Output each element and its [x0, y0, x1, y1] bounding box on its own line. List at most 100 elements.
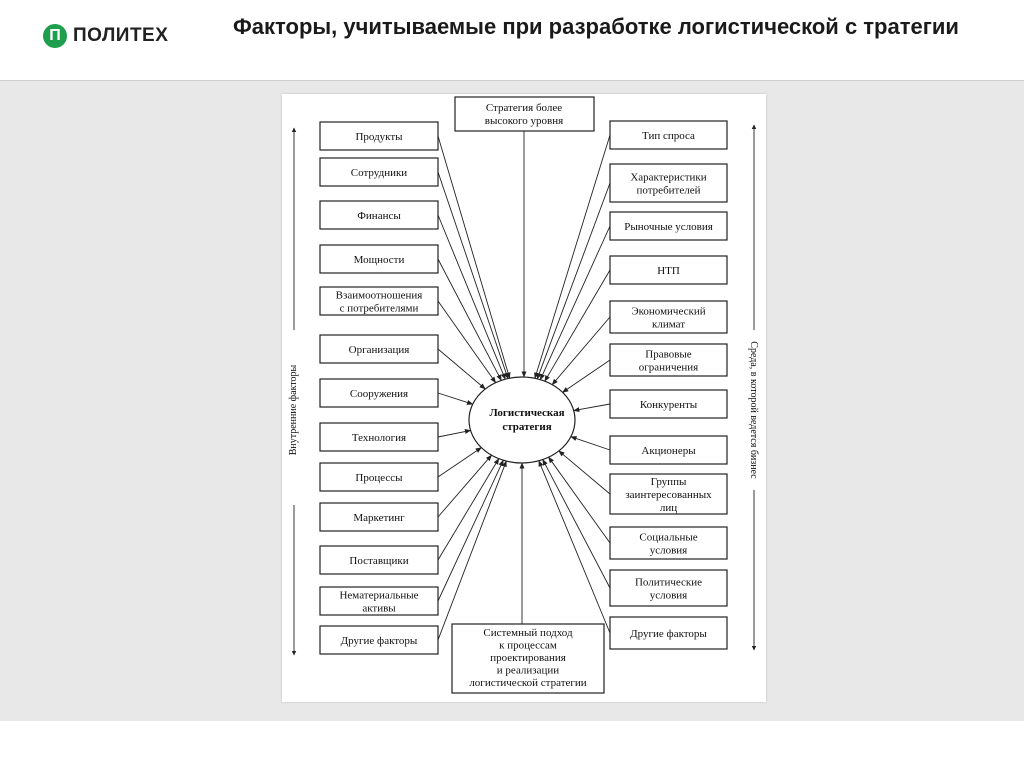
left-factor-8-label: Технология: [352, 432, 406, 444]
left-factor-12-box: [319, 586, 439, 616]
left-factor-7-label: Сооружения: [350, 388, 408, 400]
right-factor-5-label: климат: [652, 319, 685, 331]
right-factor-12-label: Другие факторы: [630, 628, 707, 640]
right-factor-3-arrow: [539, 225, 611, 381]
higher-strategy-line1: Стратегия более: [486, 102, 562, 114]
left-factor-7-arrow: [437, 392, 474, 405]
left-factor-11-box: [319, 545, 439, 575]
left-factor-2-arrow: [437, 171, 509, 380]
left-axis-label: Внутренние факторы: [288, 364, 299, 455]
right-factor-9-label: Группы: [651, 476, 687, 488]
left-factor-2-box: [319, 157, 439, 187]
left-factor-2-label: Сотрудники: [351, 167, 408, 179]
center-label-line1: Логистическая: [489, 407, 564, 419]
right-factor-7-label: Конкуренты: [640, 399, 698, 411]
left-factor-4-box: [319, 244, 439, 274]
right-factor-11-arrow: [542, 459, 611, 589]
system-approach-label: логистической стратегии: [469, 677, 586, 689]
system-approach-label: и реализации: [497, 665, 560, 677]
higher-strategy-line2: высокого уровня: [485, 115, 563, 127]
right-factor-1-arrow: [534, 134, 611, 379]
slide-header: П ПОЛИТЕХ Факторы, учитываемые при разра…: [0, 0, 1024, 81]
left-factor-6-arrow: [437, 348, 486, 390]
higher-strategy-box: [454, 96, 595, 132]
right-factor-3-label: Рыночные условия: [624, 221, 713, 233]
right-factor-5-label: Экономический: [631, 306, 705, 318]
left-factor-13-arrow: [437, 460, 507, 641]
left-factor-10-label: Маркетинг: [353, 512, 405, 524]
right-factor-8-arrow: [570, 436, 611, 451]
right-factor-9-label: заинтересованных: [625, 489, 712, 501]
left-factor-13-label: Другие факторы: [341, 635, 418, 647]
center-label-line2: стратегия: [502, 421, 551, 433]
right-factor-10-label: условия: [650, 545, 688, 557]
left-factor-3-label: Финансы: [357, 210, 401, 222]
right-axis-label: Среда, в которой ведется бизнес: [748, 341, 759, 479]
left-factor-11-arrow: [437, 458, 500, 561]
right-factor-1-box: [609, 120, 728, 150]
left-factor-13-box: [319, 625, 439, 655]
right-factor-9-label: лиц: [660, 502, 677, 514]
left-factor-4-label: Мощности: [354, 254, 405, 266]
right-factor-10-label: Социальные: [639, 532, 697, 544]
right-factor-3-box: [609, 211, 728, 241]
center-ellipse: [468, 376, 576, 464]
logo: П ПОЛИТЕХ: [43, 24, 168, 48]
left-factor-9-box: [319, 462, 439, 492]
logo-text: ПОЛИТЕХ: [73, 25, 169, 46]
right-factor-10-arrow: [548, 456, 611, 544]
left-factor-6-label: Организация: [349, 344, 410, 356]
left-factor-12-arrow: [437, 459, 504, 602]
left-factor-3-arrow: [437, 214, 506, 380]
system-approach-box: [451, 623, 605, 694]
slide-title: Факторы, учитываемые при разработке логи…: [233, 14, 959, 39]
left-factor-8-arrow: [437, 429, 472, 438]
right-factor-12-arrow: [538, 460, 611, 634]
left-factor-9-label: Процессы: [355, 472, 403, 484]
right-factor-11-label: условия: [650, 590, 688, 602]
left-factor-12-label: активы: [362, 603, 396, 615]
right-factor-2-box: [609, 163, 728, 203]
left-factor-1-box: [319, 121, 439, 151]
right-factor-6-label: ограничения: [639, 362, 698, 374]
right-factor-5-box: [609, 300, 728, 334]
right-factor-4-arrow: [544, 269, 611, 382]
slide-footer: [0, 721, 1024, 767]
system-approach-label: Системный подход: [483, 627, 573, 639]
right-factor-7-arrow: [573, 403, 611, 413]
right-factor-9-arrow: [558, 450, 611, 495]
right-factor-11-label: Политические: [635, 577, 702, 589]
left-factor-10-box: [319, 502, 439, 532]
left-factor-1-arrow: [437, 135, 511, 379]
right-factor-7-box: [609, 389, 728, 419]
right-factor-5-arrow: [551, 316, 611, 386]
right-factor-6-label: Правовые: [645, 349, 692, 361]
system-approach-label: к процессам: [499, 640, 557, 652]
left-factor-9-arrow: [437, 447, 482, 478]
right-factor-10-box: [609, 526, 728, 560]
right-factor-4-label: НТП: [657, 265, 680, 277]
right-factor-6-box: [609, 343, 728, 377]
left-factor-12-label: Нематериальные: [339, 590, 418, 602]
left-factor-4-arrow: [437, 258, 502, 381]
left-factor-8-box: [319, 422, 439, 452]
right-factor-11-box: [609, 569, 728, 607]
right-factor-1-label: Тип спроса: [642, 130, 695, 142]
logo-mark-icon: П: [43, 24, 67, 48]
right-factor-6-arrow: [562, 359, 611, 393]
right-factor-2-arrow: [536, 182, 611, 380]
left-factor-6-box: [319, 334, 439, 364]
left-factor-7-box: [319, 378, 439, 408]
left-factor-3-box: [319, 200, 439, 230]
left-factor-5-arrow: [437, 300, 497, 384]
right-factor-8-label: Акционеры: [641, 445, 696, 457]
left-factor-1-label: Продукты: [355, 131, 403, 143]
system-approach-label: проектирования: [490, 652, 566, 664]
left-factor-10-arrow: [437, 454, 492, 518]
right-factor-9-box: [609, 473, 728, 515]
left-factor-5-label: с потребителями: [340, 303, 419, 315]
left-factor-5-box: [319, 286, 439, 316]
right-factor-2-label: Характеристики: [630, 172, 706, 184]
right-factor-4-box: [609, 255, 728, 285]
right-factor-12-box: [609, 616, 728, 650]
